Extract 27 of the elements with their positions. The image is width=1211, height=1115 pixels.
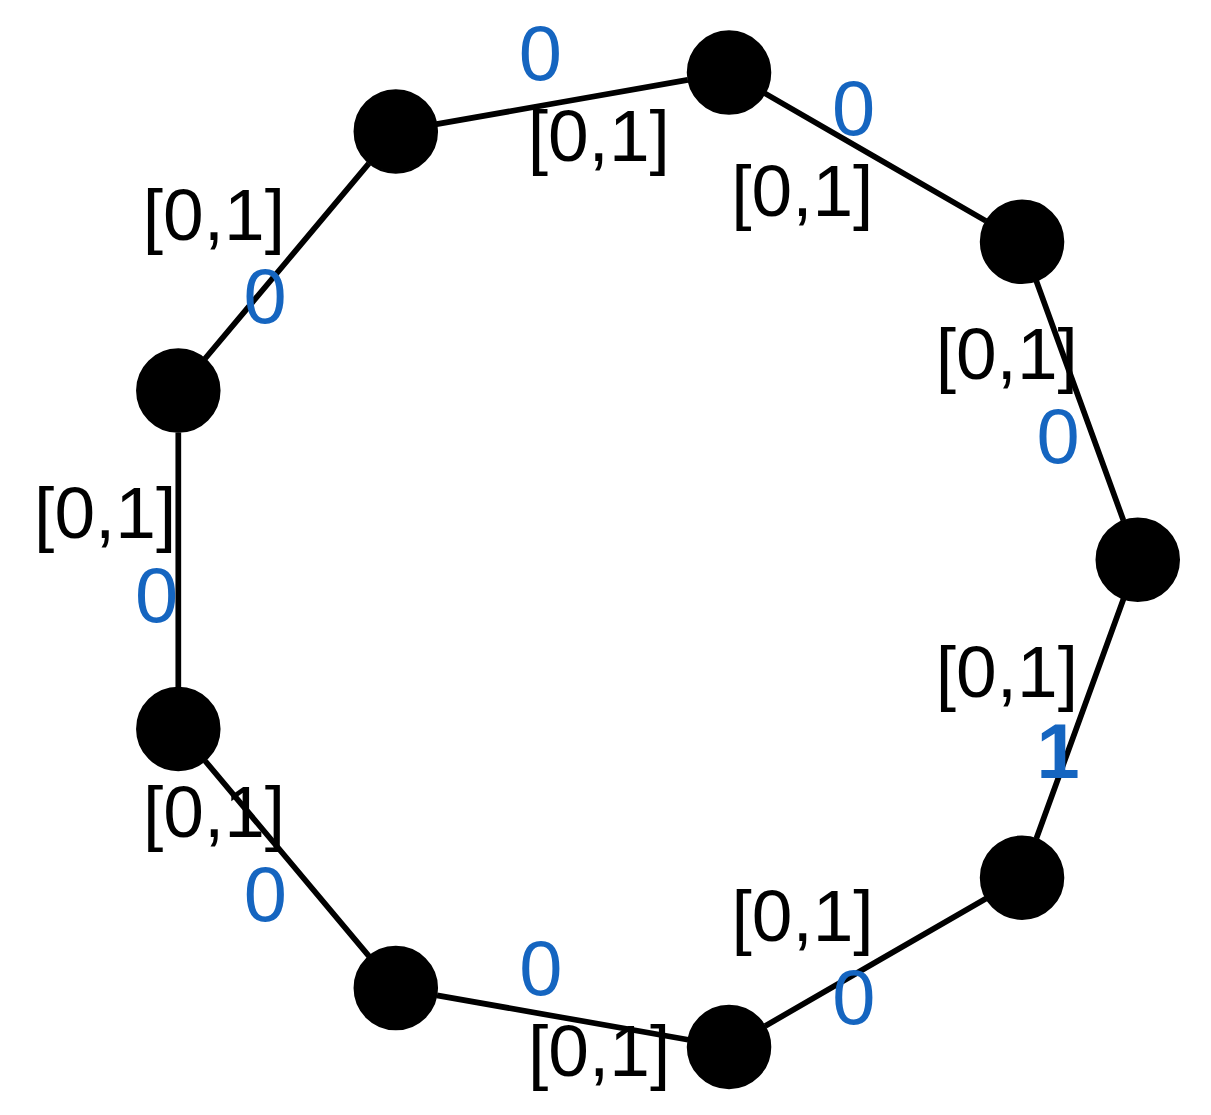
node-circle — [1095, 517, 1180, 602]
node-circle — [979, 835, 1065, 920]
connector — [763, 896, 988, 1029]
connector — [436, 992, 689, 1043]
edge-label: [0,1] — [142, 173, 285, 255]
edge-label: [0,1] — [527, 94, 670, 176]
connector — [175, 432, 182, 688]
node-circle — [136, 348, 221, 433]
edge-label: [0,1] — [34, 472, 177, 554]
node-circle — [686, 30, 772, 115]
node-circle — [353, 89, 439, 174]
node-circle — [353, 945, 439, 1031]
connector — [763, 90, 988, 224]
label: 0 — [134, 552, 179, 639]
label: 0 — [831, 64, 876, 151]
connector — [436, 77, 689, 127]
connector — [1033, 597, 1127, 840]
edge-label: [0,1] — [731, 874, 874, 956]
label: 0 — [519, 925, 563, 1012]
node-circle — [979, 199, 1065, 285]
edge-label: [0,1] — [731, 149, 874, 231]
node-circle — [136, 686, 221, 772]
connector — [1033, 279, 1127, 522]
edge-label: [0,1] — [528, 1010, 671, 1091]
node-circle — [686, 1004, 772, 1090]
connector — [202, 161, 372, 361]
label: 0 — [518, 9, 563, 96]
